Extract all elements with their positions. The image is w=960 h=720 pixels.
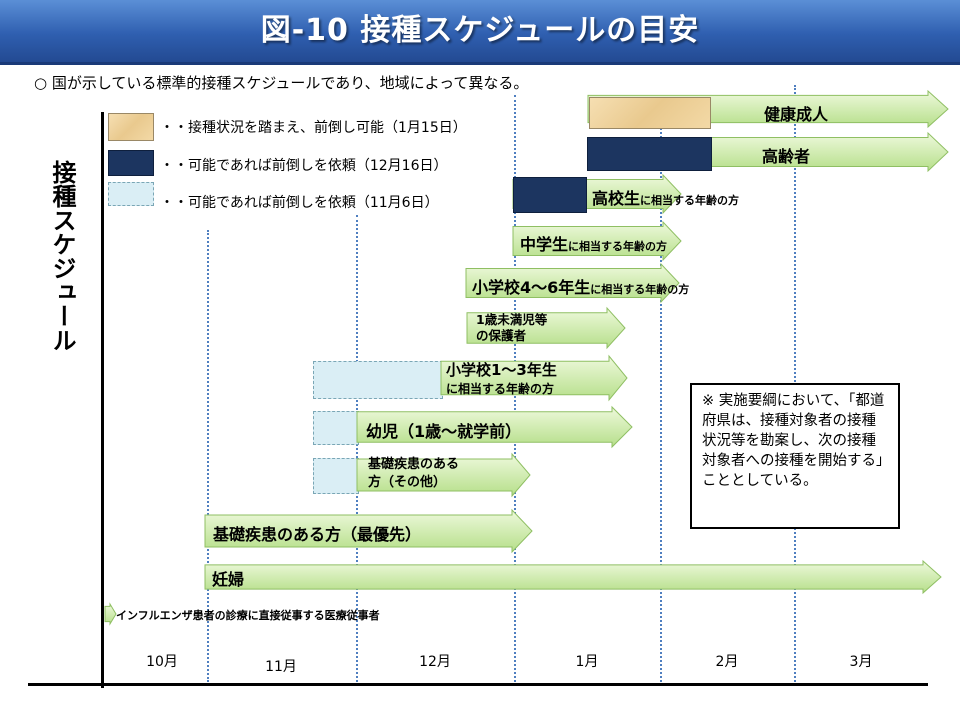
label-elderly: 高齢者 [762,147,811,166]
label-underlying-other: 基礎疾患のある 方（その他） [368,456,459,492]
arrow-right-icon [512,220,682,262]
label-infant-guardian-line1: 1歳未満児等 [476,312,548,327]
label-infant-guardian-line2: の保護者 [476,328,527,343]
arrow-elem-lower [440,354,628,402]
arrow-infant-guardian [466,306,626,350]
arrow-shape [466,306,626,350]
arrow-toddler [356,405,633,449]
month-label-1: 1月 [575,654,599,670]
arrow-right-icon [356,452,531,498]
legend-swatch-light [108,182,154,206]
arrow-shape [204,508,533,554]
label-underlying-priority: 基礎疾患のある方（最優先） [213,525,422,544]
arrow-shape [465,262,680,304]
bar-underlying-other-light [313,458,359,494]
label-high-school: 高校生に相当する年齢の方 [592,189,740,208]
bar-high-school-navy [513,177,587,213]
arrow-elem-upper [465,262,680,304]
arrow-pregnant [204,559,942,595]
legend-text-navy: ・・可能であれば前倒しを依頼（12月16日） [160,158,448,174]
label-toddler: 幼児（1歳〜就学前） [366,422,522,441]
arrow-right-icon [466,306,626,350]
arrow-right-icon [204,559,942,595]
title-bar [0,0,960,65]
label-elem-lower-line1: 小学校1〜3年生 [446,361,557,379]
arrow-shape [104,602,117,626]
month-label-12: 12月 [419,654,451,670]
arrow-shape [356,405,633,449]
bar-elderly-navy [587,137,712,171]
arrow-shape [204,559,942,595]
arrow-right-icon [204,508,533,554]
gridline-2 [660,95,662,682]
month-label-10: 10月 [146,654,178,670]
page-title: 図-10 接種スケジュールの目安 [260,13,700,48]
label-elem-lower: 小学校1〜3年生 に相当する年齢の方 [446,359,557,397]
arrow-medical-workers [104,602,117,626]
arrow-shape [440,354,628,402]
arrow-right-icon [440,354,628,402]
label-healthy-adults: 健康成人 [764,105,829,124]
gridline-11 [207,230,209,682]
arrow-underlying-priority [204,508,533,554]
month-label-3: 3月 [849,654,873,670]
month-label-2: 2月 [715,654,739,670]
arrow-right-icon [104,602,117,626]
bar-elem-lower-light [313,361,443,399]
gridline-12 [356,215,358,682]
note-box: ※ 実施要綱において、「都道府県は、接種対象者の接種状況等を勘案し、次の接種対象… [690,383,900,529]
arrow-shape [512,220,682,262]
legend-swatch-navy [108,150,154,176]
label-elem-upper: 小学校4〜6年生に相当する年齢の方 [472,278,690,297]
legend-swatch-beige [108,113,154,141]
month-label-11: 11月 [265,659,297,675]
subtitle: ○ 国が示している標準的接種スケジュールであり、地域によって異なる。 [34,74,529,92]
arrow-junior-high [512,220,682,262]
label-medical-workers: インフルエンザ患者の診療に直接従事する医療従事者 [116,609,380,622]
legend-text-beige: ・・接種状況を踏まえ、前倒し可能（1月15日） [160,120,467,136]
label-underlying-other-line2: 方（その他） [368,475,447,490]
label-pregnant: 妊婦 [212,570,245,589]
label-elem-lower-line2: に相当する年齢の方 [446,382,555,396]
bar-healthy-adults-beige [589,97,711,129]
legend-text-light: ・・可能であれば前倒しを依頼（11月6日） [160,195,439,211]
label-infant-guardian: 1歳未満児等 の保護者 [476,312,547,344]
arrow-right-icon [356,405,633,449]
label-junior-high: 中学生に相当する年齢の方 [520,235,668,254]
bar-toddler-light [313,411,359,445]
arrow-shape [356,452,531,498]
vertical-axis-label: 接種スケジュール [48,160,76,352]
y-axis [101,112,104,688]
label-underlying-other-line1: 基礎疾患のある [368,457,460,472]
arrow-right-icon [465,262,680,304]
arrow-underlying-other [356,452,531,498]
x-axis [28,683,928,686]
